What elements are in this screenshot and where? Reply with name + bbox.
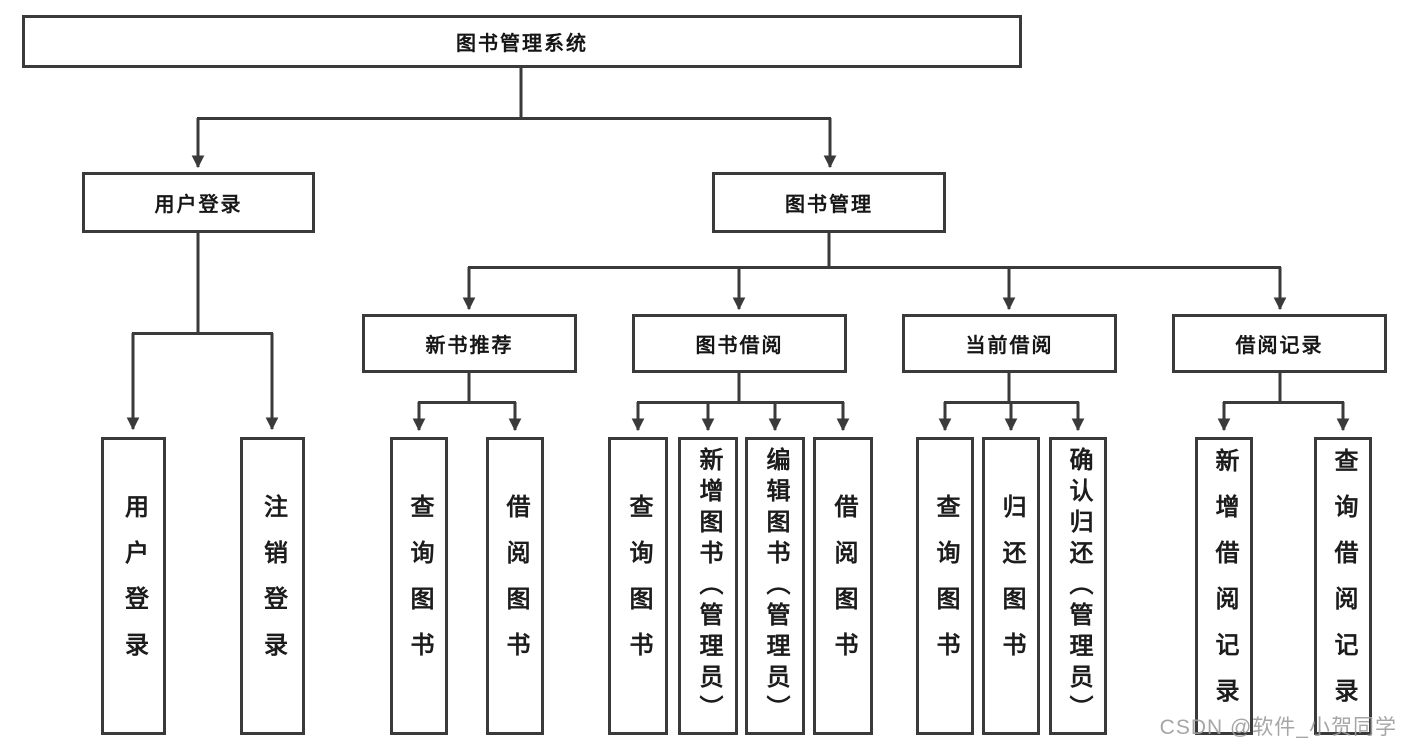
leaf-logout-label: 注销登录 [259, 494, 287, 678]
leaf-query-books-recommend: 查询图书 [390, 437, 448, 735]
node-book-borrowing-label: 图书借阅 [695, 335, 784, 357]
leaf-logout: 注销登录 [240, 437, 305, 735]
leaf-add-borrow-record: 新增借阅记录 [1195, 437, 1253, 735]
leaf-user-login: 用户登录 [101, 437, 166, 735]
watermark: CSDN @软件_小贺同学 [1159, 716, 1397, 739]
node-user-login: 用户登录 [82, 172, 315, 233]
leaf-edit-book-admin-label: 编辑图书（管理员） [762, 446, 789, 726]
node-book-borrowing: 图书借阅 [632, 314, 847, 373]
leaf-borrow-books-recommend: 借阅图书 [486, 437, 544, 735]
leaf-query-books-borrowing: 查询图书 [608, 437, 668, 735]
leaf-query-books-current-label: 查询图书 [932, 494, 959, 678]
leaf-user-login-label: 用户登录 [120, 494, 148, 678]
node-borrowing-records-label: 借阅记录 [1235, 335, 1324, 357]
leaf-return-books-label: 归还图书 [998, 494, 1025, 678]
leaf-borrow-books-recommend-label: 借阅图书 [502, 494, 529, 678]
leaf-confirm-return-admin: 确认归还（管理员） [1049, 437, 1107, 735]
node-book-management-label: 图书管理 [785, 194, 873, 216]
leaf-edit-book-admin: 编辑图书（管理员） [745, 437, 805, 735]
leaf-query-books-borrowing-label: 查询图书 [625, 494, 652, 678]
leaf-return-books: 归还图书 [982, 437, 1040, 735]
leaf-query-borrow-record: 查询借阅记录 [1314, 437, 1372, 735]
leaf-borrow-books: 借阅图书 [813, 437, 873, 735]
leaf-query-books-recommend-label: 查询图书 [406, 494, 433, 678]
node-root-label: 图书管理系统 [456, 33, 588, 55]
node-current-borrowing: 当前借阅 [902, 314, 1117, 373]
node-new-book-recommendation-label: 新书推荐 [425, 335, 514, 357]
node-book-management: 图书管理 [712, 172, 946, 233]
node-new-book-recommendation: 新书推荐 [362, 314, 577, 373]
node-borrowing-records: 借阅记录 [1172, 314, 1387, 373]
node-user-login-label: 用户登录 [154, 194, 243, 216]
leaf-add-book-admin: 新增图书（管理员） [678, 437, 738, 735]
leaf-borrow-books-label: 借阅图书 [830, 494, 857, 678]
node-current-borrowing-label: 当前借阅 [965, 335, 1054, 357]
node-root: 图书管理系统 [22, 15, 1022, 68]
leaf-add-book-admin-label: 新增图书（管理员） [695, 446, 722, 726]
leaf-query-books-current: 查询图书 [916, 437, 974, 735]
leaf-confirm-return-admin-label: 确认归还（管理员） [1065, 446, 1092, 726]
leaf-add-borrow-record-label: 新增借阅记录 [1211, 448, 1238, 724]
leaf-query-borrow-record-label: 查询借阅记录 [1330, 448, 1357, 724]
